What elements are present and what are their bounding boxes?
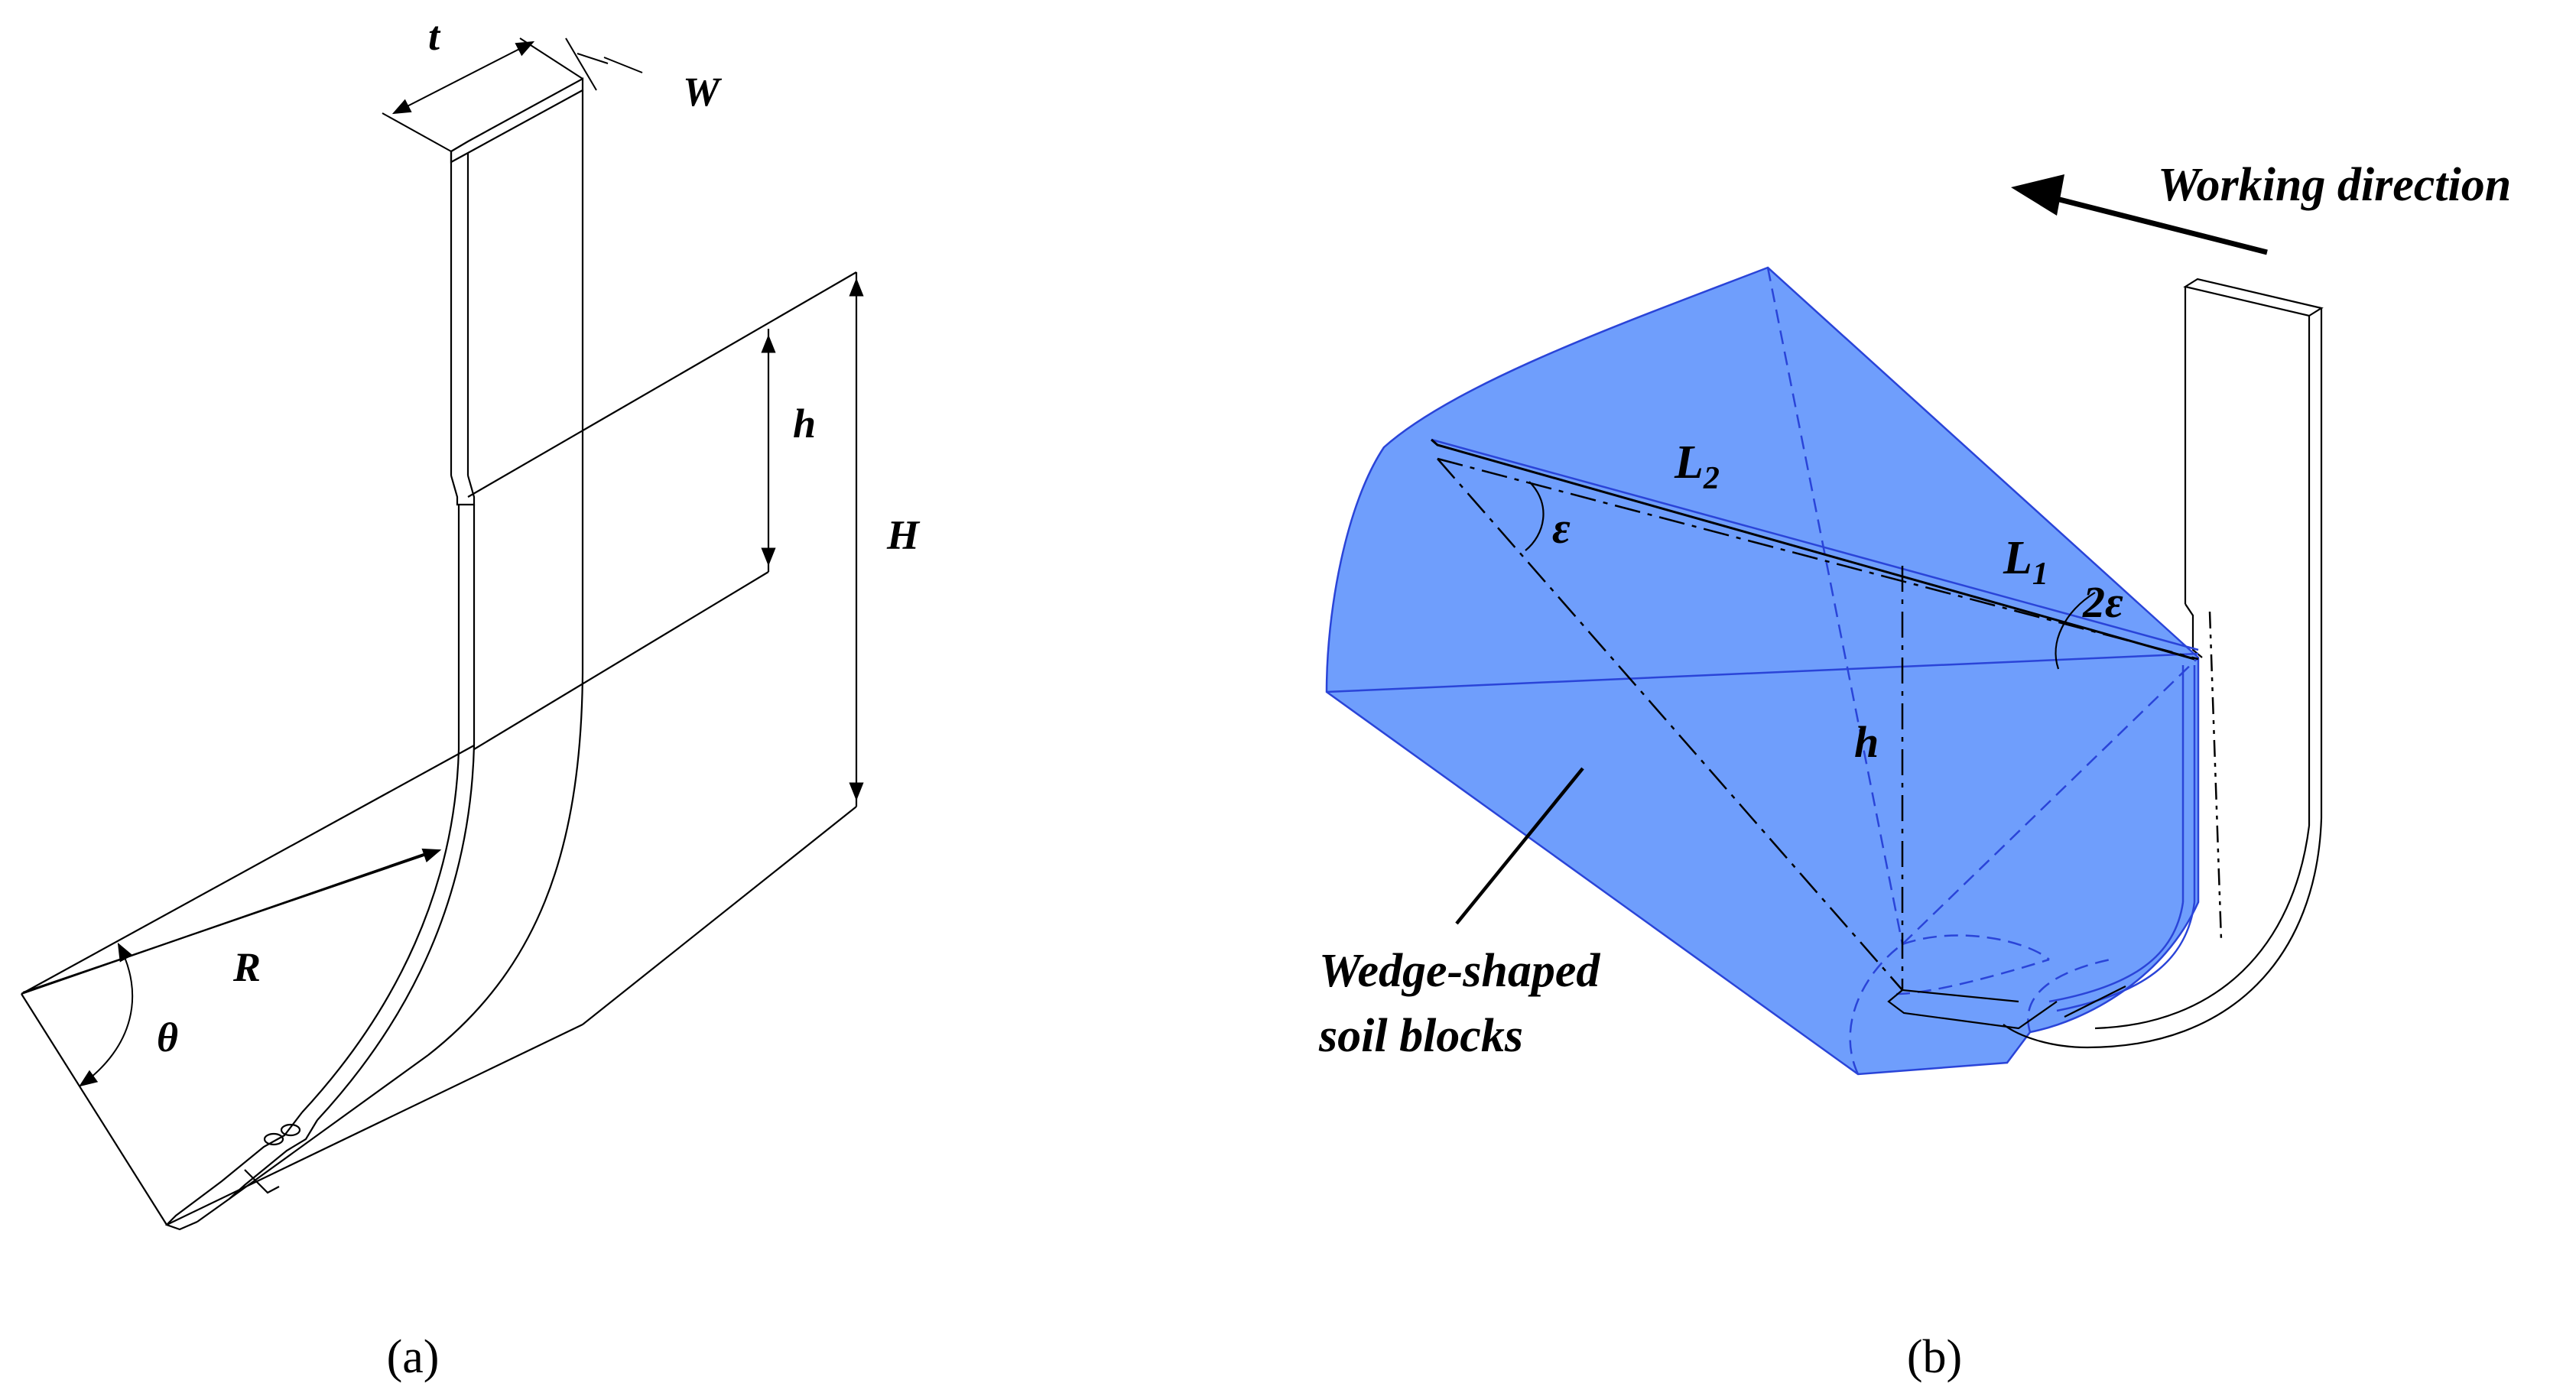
label-h-soil: h (1854, 717, 1879, 767)
panel-b-soil-wedge-drawing: Working direction L2 L1 ε 2ε h Wedge-sha… (1318, 159, 2511, 1383)
panel-a-shank-drawing: t W h H R θ (a) (21, 13, 921, 1383)
label-theta: θ (157, 1015, 178, 1060)
panel-a-caption: (a) (387, 1331, 440, 1383)
label-soil-blocks-line2: soil blocks (1318, 1010, 1523, 1062)
label-L1: L1 (2003, 532, 2048, 592)
working-direction-arrow (2011, 174, 2268, 255)
label-epsilon: ε (1552, 503, 1571, 553)
dimension-R (22, 848, 442, 993)
soil-label-leader (1455, 767, 1584, 925)
label-L2: L2 (1674, 437, 1720, 496)
panel-b-caption: (b) (1907, 1331, 1962, 1383)
label-R: R (232, 944, 261, 990)
shank-outline (164, 77, 584, 1231)
label-two-epsilon: 2ε (2082, 577, 2123, 627)
label-t: t (428, 13, 441, 59)
label-soil-blocks-line1: Wedge-shaped (1319, 945, 1600, 997)
label-w: W (683, 69, 723, 115)
shank-b (2003, 278, 2324, 1049)
dimension-w (565, 37, 643, 91)
dimension-t (382, 37, 583, 152)
label-h: h (793, 401, 816, 446)
angle-theta (79, 942, 134, 1087)
soil-construction-lines (1431, 438, 2199, 1030)
construction-lines (21, 271, 858, 1226)
label-working-direction: Working direction (2158, 159, 2511, 211)
soil-internal-lines (1326, 267, 2199, 1075)
label-H: H (886, 512, 921, 558)
